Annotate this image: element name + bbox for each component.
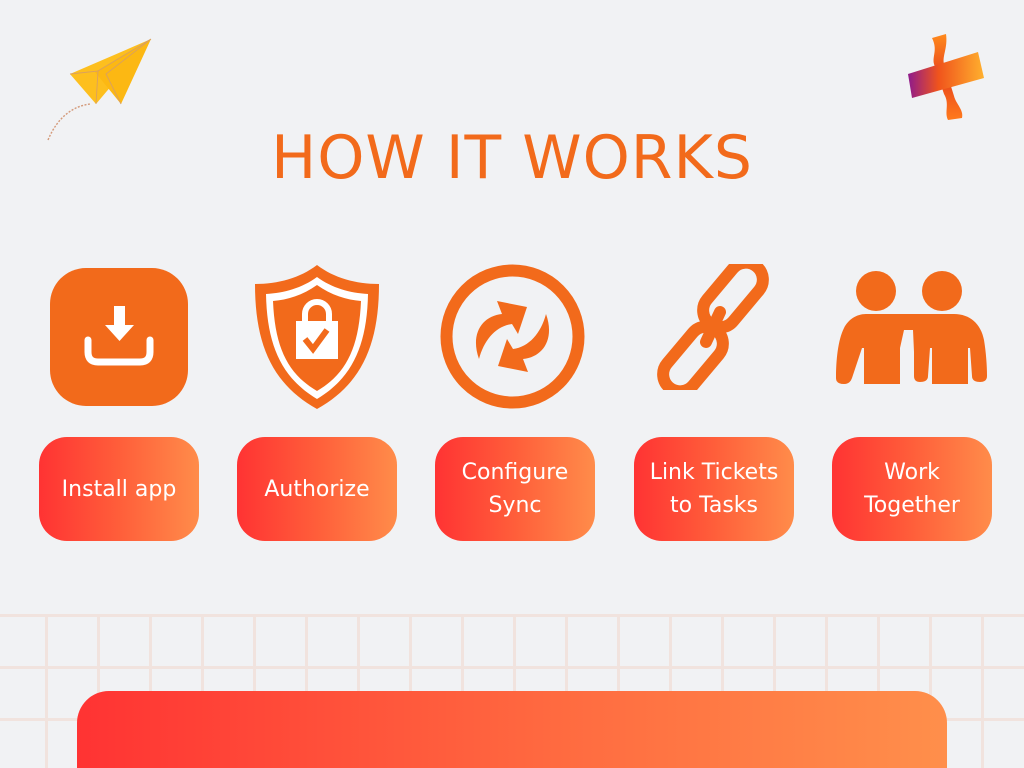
link-icon: [657, 264, 769, 390]
link-tickets-label: Link Tickets to Tasks: [649, 460, 779, 518]
link-tickets-button[interactable]: Link Tickets to Tasks: [634, 437, 794, 541]
configure-sync-button[interactable]: Configure Sync: [435, 437, 595, 541]
work-together-label: Work Together: [864, 460, 960, 518]
footer-banner: [77, 691, 947, 768]
page-title: HOW IT WORKS: [271, 123, 753, 193]
authorize-button[interactable]: Authorize: [237, 437, 397, 541]
authorize-label: Authorize: [264, 476, 370, 502]
download-icon: [50, 268, 188, 406]
install-app-label: Install app: [61, 476, 177, 502]
configure-sync-label: Configure Sync: [461, 460, 569, 518]
logo-mark-icon: [908, 34, 984, 120]
paper-plane-icon: [47, 38, 152, 141]
install-app-button[interactable]: Install app: [39, 437, 199, 541]
sync-icon: [440, 264, 585, 409]
work-together-button[interactable]: Work Together: [832, 437, 992, 541]
people-icon: [836, 271, 987, 384]
shield-lock-icon: [255, 265, 379, 409]
